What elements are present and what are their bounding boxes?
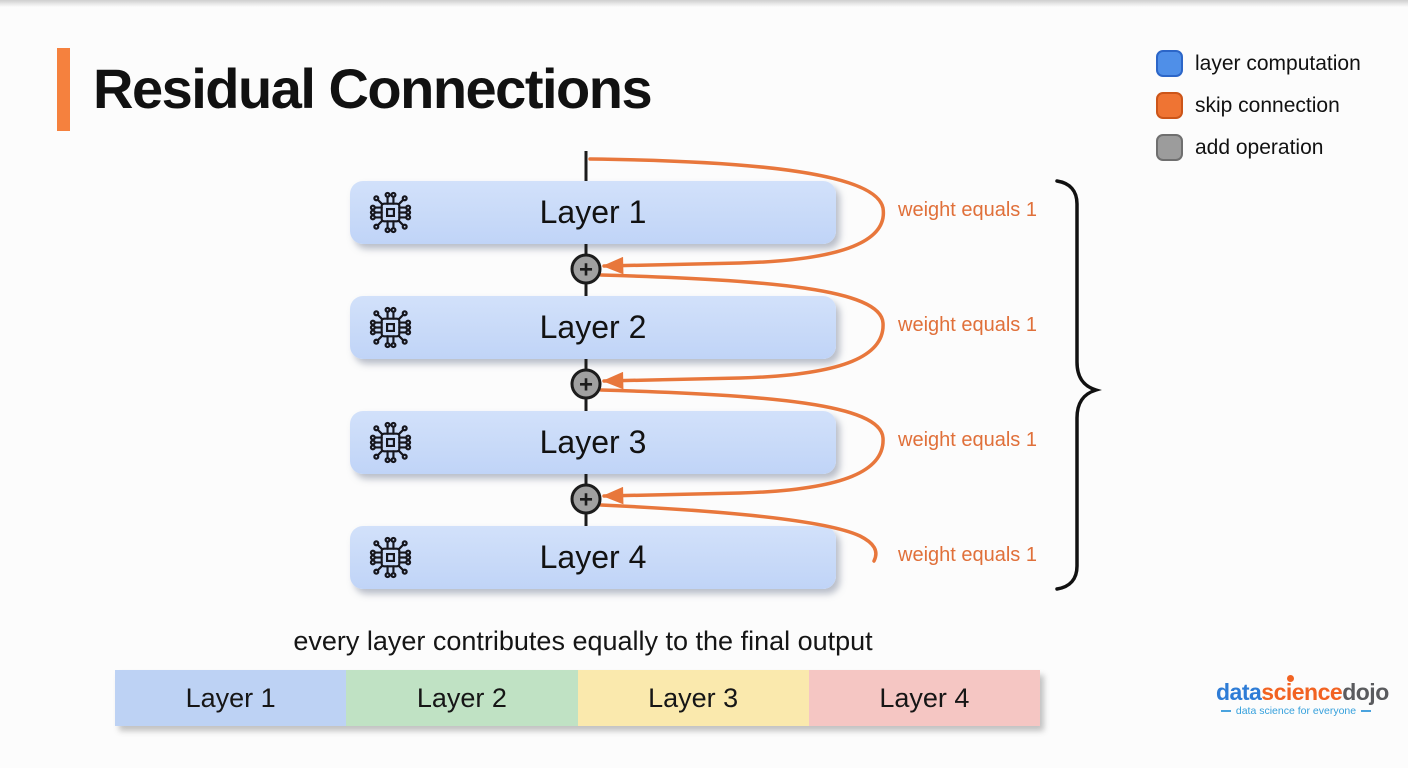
chip-icon <box>369 191 412 234</box>
output-segment-layer-3: Layer 3 <box>577 670 809 726</box>
legend-label: skip connection <box>1195 93 1340 117</box>
layer-label: Layer 4 <box>539 539 647 575</box>
legend-label: layer computation <box>1195 51 1361 75</box>
logo-tagline: data science for everyone <box>1235 705 1357 717</box>
logo-tagline-row: data science for everyone <box>1216 705 1376 717</box>
logo-word-dojo: dojo <box>1342 679 1389 705</box>
add-operation-node: + <box>570 368 602 400</box>
skip-connection-swatch-icon <box>1156 92 1183 119</box>
legend-item-layer-computation: layer computation <box>1156 50 1361 77</box>
chip-icon <box>369 306 412 349</box>
top-shadow <box>0 0 1408 7</box>
output-segment-label: Layer 4 <box>879 682 970 713</box>
layer-3-box: Layer 3 <box>350 411 836 474</box>
chip-icon <box>369 421 412 464</box>
legend: layer computation skip connection add op… <box>1156 50 1361 176</box>
weight-label: weight equals 1 <box>898 429 1037 451</box>
plus-icon: + <box>579 487 593 514</box>
output-segment-layer-4: Layer 4 <box>808 670 1040 726</box>
layer-2-box: Layer 2 <box>350 296 836 359</box>
plus-icon: + <box>579 372 593 399</box>
output-bar: Layer 1 Layer 2 Layer 3 Layer 4 <box>115 670 1040 726</box>
output-segment-label: Layer 1 <box>185 682 276 713</box>
title-accent-bar <box>57 48 70 131</box>
layer-label: Layer 1 <box>539 194 647 230</box>
add-operation-node: + <box>570 253 602 285</box>
caption: every layer contributes equally to the f… <box>293 626 873 656</box>
layer-label: Layer 2 <box>539 309 647 345</box>
layer-1-box: Layer 1 <box>350 181 836 244</box>
logo-word-science: science <box>1261 675 1343 705</box>
add-operation-swatch-icon <box>1156 134 1183 161</box>
plus-icon: + <box>579 257 593 284</box>
tagline-right-dash <box>1361 710 1371 712</box>
legend-item-add-operation: add operation <box>1156 134 1361 161</box>
tagline-left-dash <box>1221 710 1231 712</box>
logo-person-icon <box>1287 675 1295 682</box>
weight-label: weight equals 1 <box>898 199 1037 221</box>
curly-brace <box>1055 179 1102 591</box>
output-segment-label: Layer 2 <box>416 682 507 713</box>
legend-item-skip-connection: skip connection <box>1156 92 1361 119</box>
layer-4-box: Layer 4 <box>350 526 836 589</box>
output-segment-layer-1: Layer 1 <box>115 670 347 726</box>
output-segment-layer-2: Layer 2 <box>346 670 578 726</box>
add-operation-node: + <box>570 483 602 515</box>
add-operation-nodes: + + + <box>570 253 602 515</box>
chip-icon <box>369 536 412 579</box>
layer-label: Layer 3 <box>539 424 647 460</box>
output-segment-label: Layer 3 <box>648 682 739 713</box>
page-title: Residual Connections <box>93 57 653 120</box>
weight-label: weight equals 1 <box>898 544 1037 566</box>
layer-computation-swatch-icon <box>1156 50 1183 77</box>
legend-label: add operation <box>1195 135 1324 159</box>
weight-label: weight equals 1 <box>898 314 1037 336</box>
logo-word-data: data <box>1216 679 1262 705</box>
